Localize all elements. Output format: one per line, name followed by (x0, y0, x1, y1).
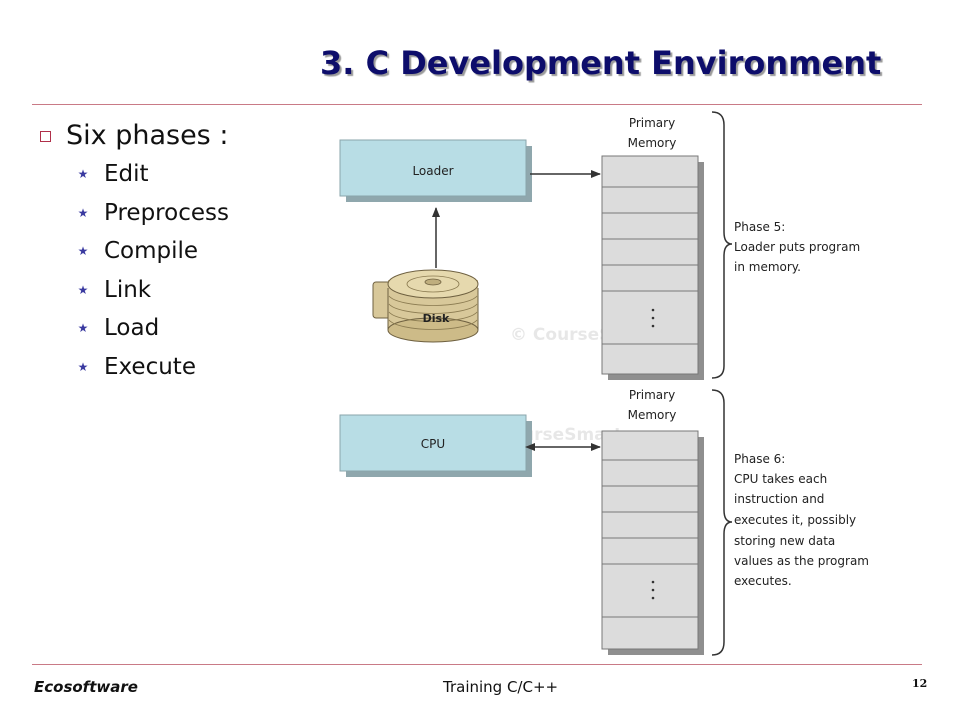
phase-item: ★ Compile (76, 232, 229, 271)
phase6-brace (711, 389, 733, 656)
phase5-line: Loader puts program (734, 240, 860, 254)
memory-label-line2: Memory (628, 136, 677, 150)
memory-label-line2: Memory (628, 408, 677, 422)
phase5-description: Phase 5: Loader puts program in memory. (734, 220, 860, 274)
disk-icon: Disk (372, 269, 479, 343)
slide-title: 3. C Development Environment (320, 44, 882, 82)
phase-item: ★ Edit (76, 155, 229, 194)
star-bullet-icon: ★ (77, 205, 89, 220)
phase-items: ★ Edit ★ Preprocess ★ Compile ★ Link ★ Load ★… (76, 155, 229, 386)
phases-list: Six phases : ★ Edit ★ Preprocess ★ Compile … (40, 120, 229, 386)
page-number: 12 (912, 677, 928, 690)
phase6-description: Phase 6: CPU takes each instruction and … (734, 452, 869, 588)
memory-label-line1: Primary (629, 388, 675, 402)
loader-box: Loader (339, 139, 532, 202)
cpu-box: CPU (339, 414, 532, 477)
phase-item: ★ Execute (76, 348, 229, 387)
phase-item-label: Compile (104, 238, 199, 265)
phase6-line: CPU takes each (734, 472, 827, 486)
phase6-line: executes. (734, 574, 792, 588)
primary-memory-block (601, 155, 704, 380)
phase-item: ★ Preprocess (76, 194, 229, 233)
phase-item: ★ Load (76, 309, 229, 348)
phases-heading: Six phases : (40, 120, 229, 151)
cpu-label: CPU (421, 437, 445, 451)
phase6-line: executes it, possibly (734, 513, 856, 527)
phase6-line: instruction and (734, 492, 824, 506)
phase6-line: storing new data (734, 534, 835, 548)
phase5-line: in memory. (734, 260, 801, 274)
phase-item-label: Preprocess (104, 199, 229, 226)
memory-label-line1: Primary (629, 116, 675, 130)
star-bullet-icon: ★ (77, 167, 89, 182)
phases-heading-text: Six phases : (66, 120, 229, 151)
footer-course: Training C/C++ (443, 678, 559, 696)
star-bullet-icon: ★ (77, 244, 89, 259)
disk-label: Disk (423, 312, 450, 325)
phase-item-label: Load (104, 315, 160, 342)
watermark-text: © CourseSmart (510, 325, 657, 345)
primary-memory-block (601, 430, 704, 655)
phase-item: ★ Link (76, 271, 229, 310)
star-bullet-icon: ★ (77, 282, 89, 297)
phase6-line: values as the program (734, 554, 869, 568)
title-divider (32, 104, 922, 105)
phase6-line: Phase 6: (734, 452, 785, 466)
square-bullet-icon (40, 131, 51, 142)
footer-company: Ecosoftware (34, 678, 138, 696)
phase5-brace (711, 111, 733, 379)
loader-label: Loader (412, 164, 453, 178)
phase-item-label: Link (104, 276, 152, 303)
phase-item-label: Edit (104, 161, 149, 188)
watermark-text: © CourseSmart (475, 425, 622, 445)
star-bullet-icon: ★ (77, 321, 89, 336)
star-bullet-icon: ★ (77, 359, 89, 374)
phase-item-label: Execute (104, 353, 196, 380)
phase5-line: Phase 5: (734, 220, 785, 234)
footer-divider (32, 664, 922, 665)
